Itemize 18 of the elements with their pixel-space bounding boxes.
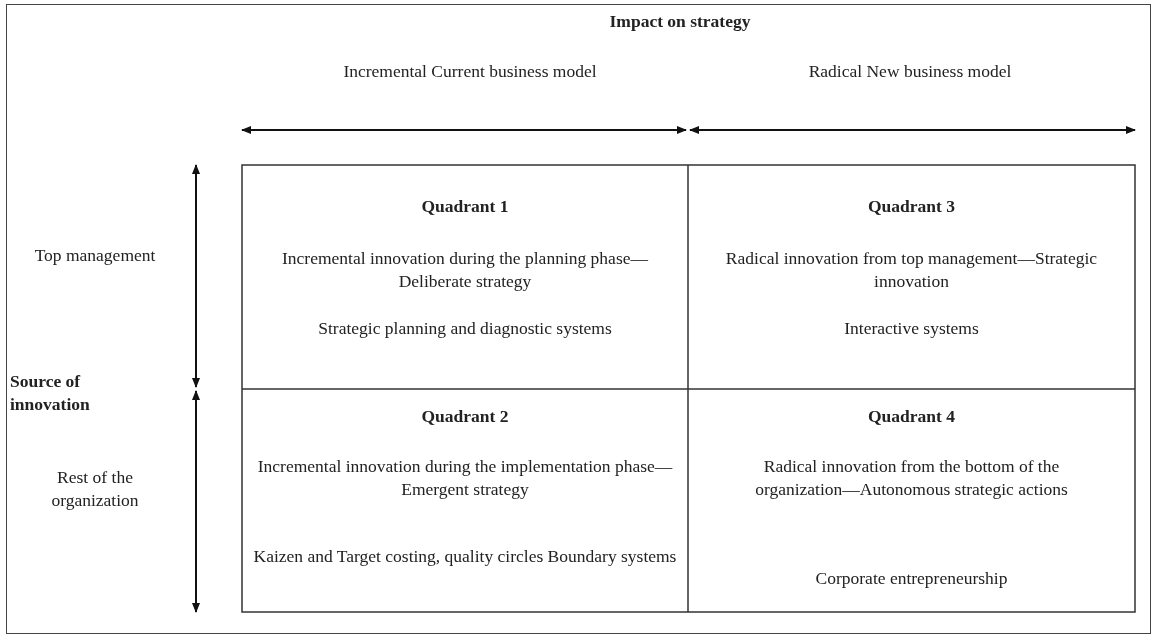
quadrant-description: Incremental innovation during the planning phase—Deliberate strategy	[281, 247, 649, 293]
axis-label: Rest of the organization	[50, 466, 140, 512]
axis-title: Impact on strategy	[608, 10, 752, 33]
axis-label: Incremental Current business model	[342, 60, 598, 83]
quadrant-heading: Quadrant 3	[867, 195, 956, 218]
quadrant-systems: Corporate entrepreneurship	[814, 567, 1009, 590]
quadrant-description: Radical innovation from top management—Strategic innovation	[724, 247, 1099, 293]
quadrant-heading: Quadrant 1	[420, 195, 510, 218]
quadrant-description: Radical innovation from the bottom of the organization—Autonomous strategic actions	[754, 455, 1069, 501]
quadrant-heading: Quadrant 2	[420, 405, 510, 428]
axis-label: Radical New business model	[807, 60, 1013, 83]
axis-label: Top management	[33, 244, 157, 267]
quadrant-description: Incremental innovation during the implementation phase—Emergent strategy	[256, 455, 674, 501]
quadrant-systems: Interactive systems	[843, 317, 980, 340]
quadrant-heading: Quadrant 4	[867, 405, 956, 428]
quadrant-systems: Kaizen and Target costing, quality circles Boundary systems	[252, 545, 678, 568]
quadrant-systems: Strategic planning and diagnostic systems	[317, 317, 613, 340]
axis-title: Source of innovation	[10, 370, 91, 416]
